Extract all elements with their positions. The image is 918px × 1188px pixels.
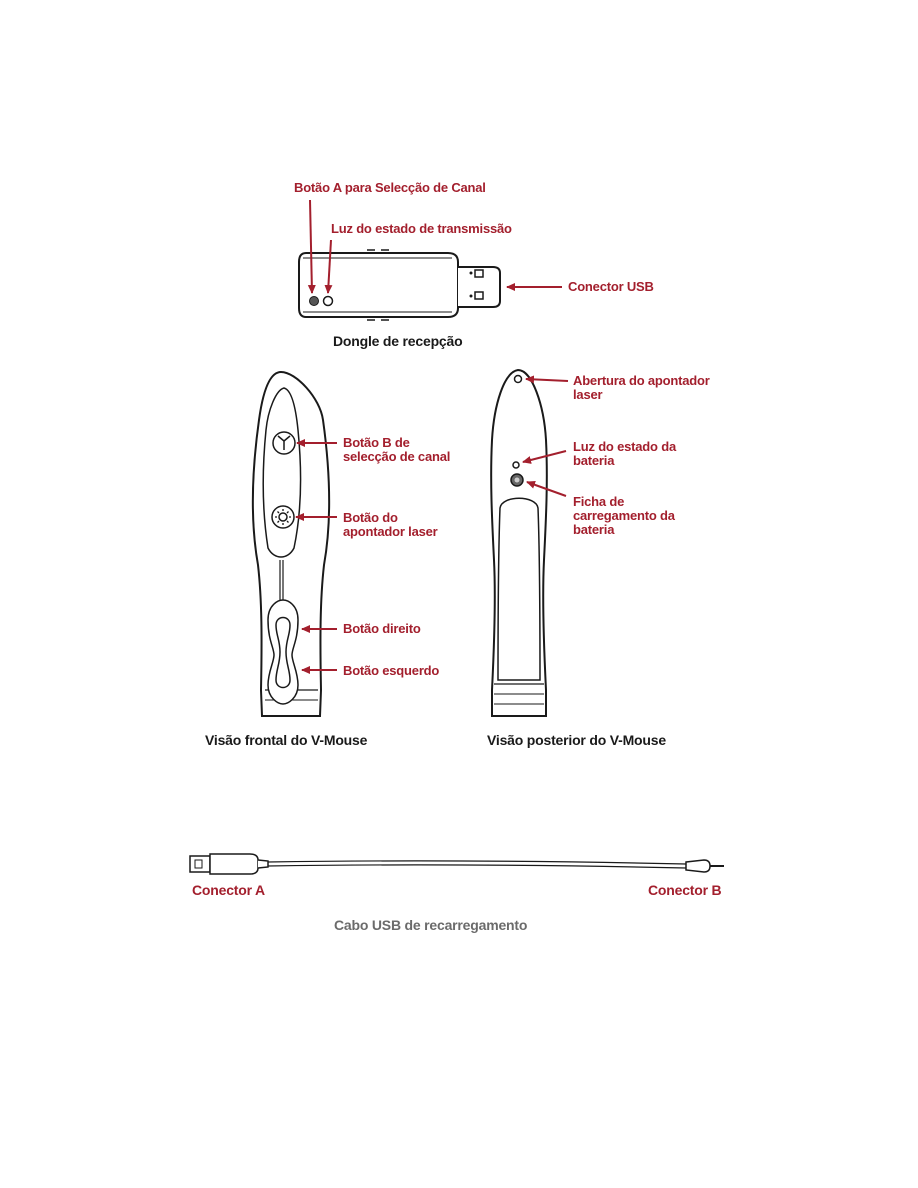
label-left-button: Botão esquerdo <box>343 663 440 678</box>
label-connector-a: Conector A <box>192 882 265 898</box>
label-battery-light-line1: Luz do estado da <box>573 439 676 454</box>
receiver-dongle <box>298 249 501 321</box>
label-transmission-light: Luz do estado de transmissão <box>331 221 512 236</box>
label-battery-light-line2: bateria <box>573 453 615 468</box>
usb-cable <box>189 853 724 875</box>
label-connector-b: Conector B <box>648 882 722 898</box>
caption-dongle: Dongle de recepção <box>333 333 463 349</box>
caption-cable: Cabo USB de recarregamento <box>334 917 528 933</box>
v-mouse-rear-body <box>490 368 548 717</box>
label-button-b-line1: Botão B de <box>343 435 410 450</box>
label-charging-jack-line2: carregamento da <box>573 508 675 523</box>
button-b-channel <box>272 431 296 455</box>
caption-front-view: Visão frontal do V-Mouse <box>205 732 368 748</box>
channel-button-a <box>309 296 319 306</box>
laser-pointer-button <box>271 505 295 529</box>
caption-rear-view: Visão posterior do V-Mouse <box>487 732 666 748</box>
transmission-light <box>322 295 334 307</box>
label-channel-button-a: Botão A para Selecção de Canal <box>294 180 486 195</box>
label-laser-button-line1: Botão do <box>343 510 398 525</box>
battery-status-light <box>512 461 520 469</box>
label-laser-button-line2: apontador laser <box>343 524 438 539</box>
label-charging-jack-line1: Ficha de <box>573 494 625 509</box>
laser-opening <box>513 374 523 384</box>
label-charging-jack-line3: bateria <box>573 522 615 537</box>
label-right-button: Botão direito <box>343 621 421 636</box>
label-laser-opening-line1: Abertura do apontador <box>573 373 710 388</box>
label-laser-opening-line2: laser <box>573 387 603 402</box>
label-usb-connector: Conector USB <box>568 279 654 294</box>
mouse-buttons <box>267 599 299 705</box>
charging-jack <box>510 473 524 487</box>
label-button-b-line2: selecção de canal <box>343 449 451 464</box>
